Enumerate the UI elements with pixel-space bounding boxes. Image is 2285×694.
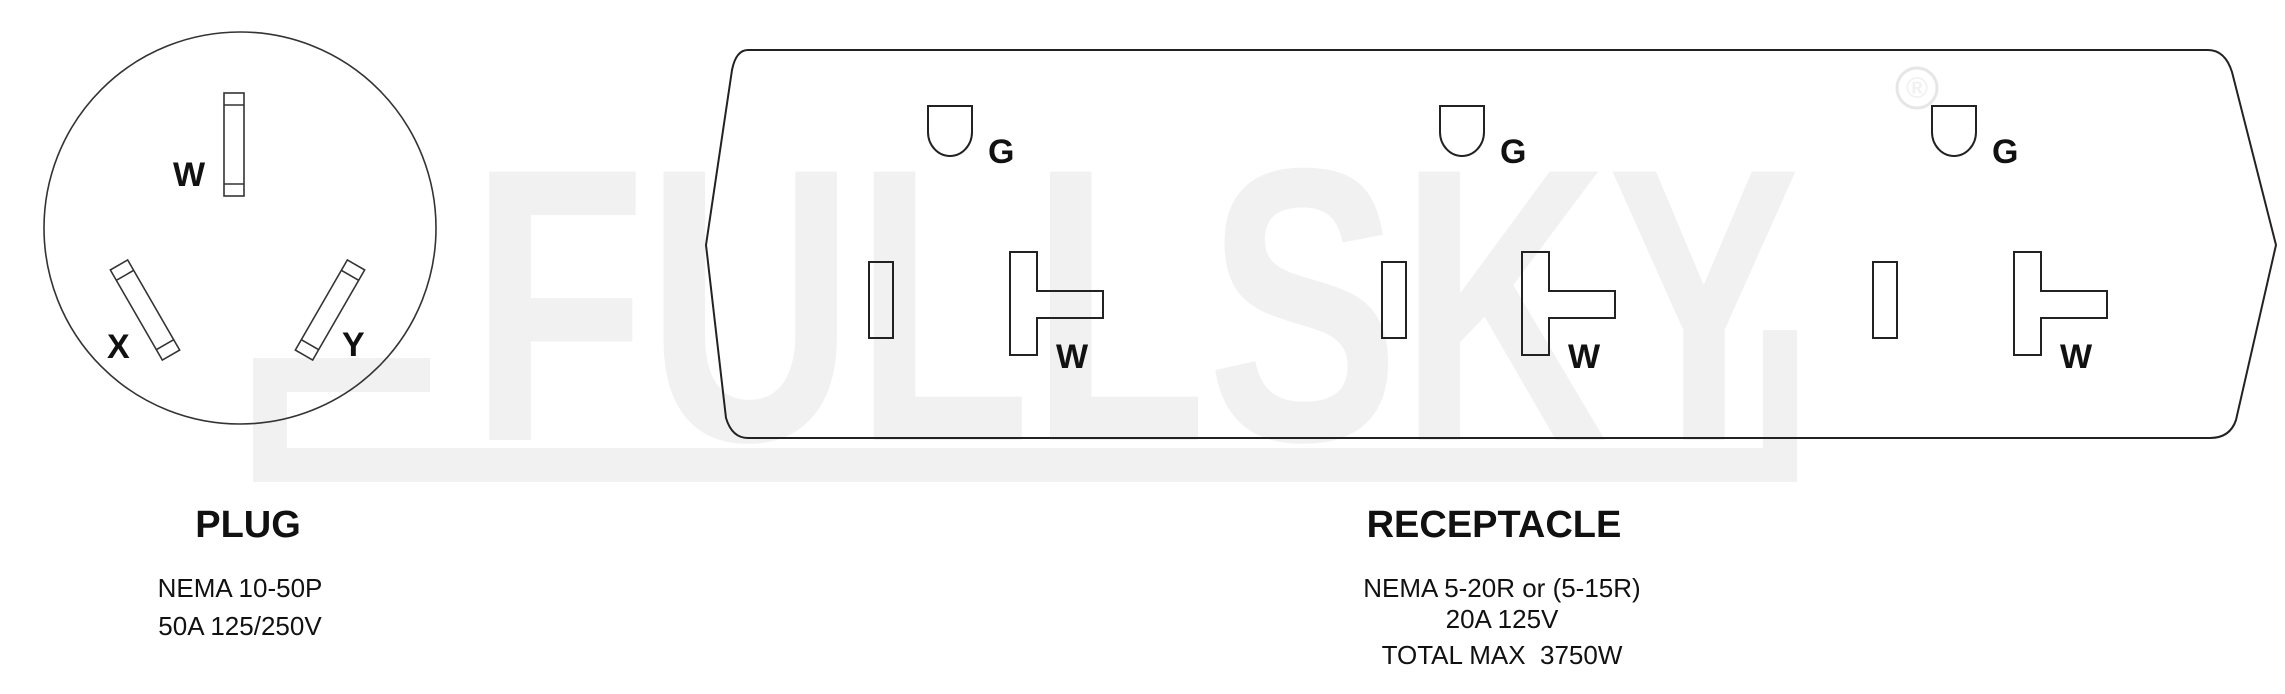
plug-pin-x — [109, 258, 181, 362]
outlet-3-hot-slot — [1872, 261, 1898, 339]
plug-face: W X Y — [43, 31, 437, 425]
outlet-1-ground-label: G — [988, 133, 1014, 171]
receptacle-outline — [704, 49, 2278, 439]
watermark-registered-mark: ® — [1906, 72, 1928, 105]
plug-spec-line-2: 50A 125/250V — [158, 611, 322, 641]
outlet-2-neutral-label: W — [1568, 338, 1601, 376]
outlet-2-hot-slot — [1381, 261, 1407, 339]
outlet-1-hot-slot — [868, 261, 894, 339]
outlet-3 — [1872, 105, 2108, 356]
outlet-2-ground-label: G — [1500, 133, 1526, 171]
plug-pin-y-label: Y — [342, 326, 365, 364]
watermark-frame — [253, 330, 1797, 482]
receptacle-face: G W G W G W — [704, 49, 2278, 439]
outlet-3-neutral-label: W — [2060, 338, 2093, 376]
outlet-2-neutral-slot — [1521, 251, 1616, 356]
plug-pin-x-label: X — [107, 328, 130, 366]
outlet-3-ground-label: G — [1992, 133, 2018, 171]
outlet-2 — [1381, 105, 1616, 356]
plug-pin-y — [294, 258, 366, 362]
watermark-registered-circle — [1895, 66, 1939, 110]
plug-pin-w-label: W — [173, 156, 206, 194]
plug-spec-line-1: NEMA 10-50P — [158, 573, 323, 603]
plug-title: PLUG — [195, 504, 301, 546]
receptacle-spec-line-1: NEMA 5-20R or (5-15R) — [1363, 573, 1640, 603]
outlet-1-ground-slot — [927, 105, 973, 157]
outlet-3-neutral-slot — [2013, 251, 2108, 356]
plug-pin-w — [223, 92, 245, 197]
receptacle-title: RECEPTACLE — [1367, 504, 1622, 546]
outlet-1-neutral-label: W — [1056, 338, 1089, 376]
receptacle-spec-line-3: TOTAL MAX 3750W — [1382, 640, 1623, 670]
outlet-3-ground-slot — [1931, 105, 1977, 157]
outlet-1 — [868, 105, 1104, 356]
plug-outline — [43, 31, 437, 425]
receptacle-spec-line-2: 20A 125V — [1446, 604, 1559, 634]
outlet-1-neutral-slot — [1009, 251, 1104, 356]
watermark: FULLSKY ® — [253, 66, 1939, 523]
outlet-2-ground-slot — [1439, 105, 1485, 157]
